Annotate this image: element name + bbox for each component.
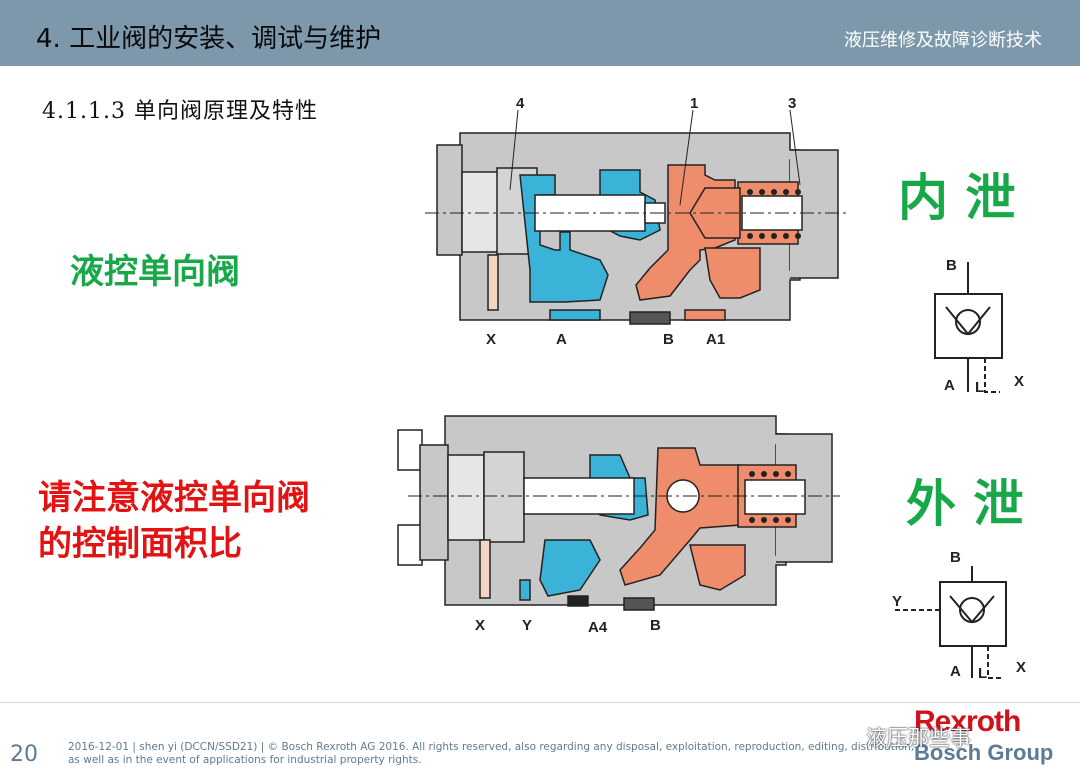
port-b-bottom: B [650,617,661,634]
sym2-x: X [1016,659,1026,676]
sym2-y: Y [892,593,902,610]
header-subject: 液压维修及故障诊断技术 [844,30,1042,51]
callout-4: 4 [516,95,525,112]
sym2-a: A [950,663,961,680]
page-number: 20 [10,742,38,767]
section-heading: 4.1.1.3 单向阀原理及特性 [42,99,318,124]
sym-x: X [1014,373,1024,390]
callout-3: 3 [788,95,796,112]
port-b: B [663,331,674,348]
note-line-2: 的控制面积比 [38,524,242,564]
slide-title: 4. 工业阀的安装、调试与维护 [36,24,382,54]
sym2-l: L [978,665,987,682]
external-drain-label: 外 泄 [906,475,1024,533]
brand-group: Bosch Group [914,740,1054,765]
note-line-1: 请注意液控单向阀 [38,478,310,518]
port-x: X [486,331,496,348]
internal-drain-label: 内 泄 [898,169,1016,227]
header-bar: 4. 工业阀的安装、调试与维护 液压维修及故障诊断技术 [0,0,1080,66]
footer-copyright: 2016-12-01 | shen yi (DCCN/SSD21) | © Bo… [68,741,915,753]
port-a1: A1 [706,331,725,348]
sym-b: B [946,257,957,274]
brand-logo: Rexroth [914,705,1021,738]
port-y-bottom: Y [522,617,532,634]
port-a4-bottom: A4 [588,619,608,636]
port-x-bottom: X [475,617,485,634]
sym-l: L [975,379,984,396]
callout-1: 1 [690,95,698,112]
sym-a: A [944,377,955,394]
sym2-b: B [950,549,961,566]
port-a: A [556,331,567,348]
footer-rights: as well as in the event of applications … [68,754,422,766]
watermark: 液压那些事 [866,726,971,750]
pilot-check-label: 液控单向阀 [70,252,240,292]
footer-divider [0,702,1080,703]
